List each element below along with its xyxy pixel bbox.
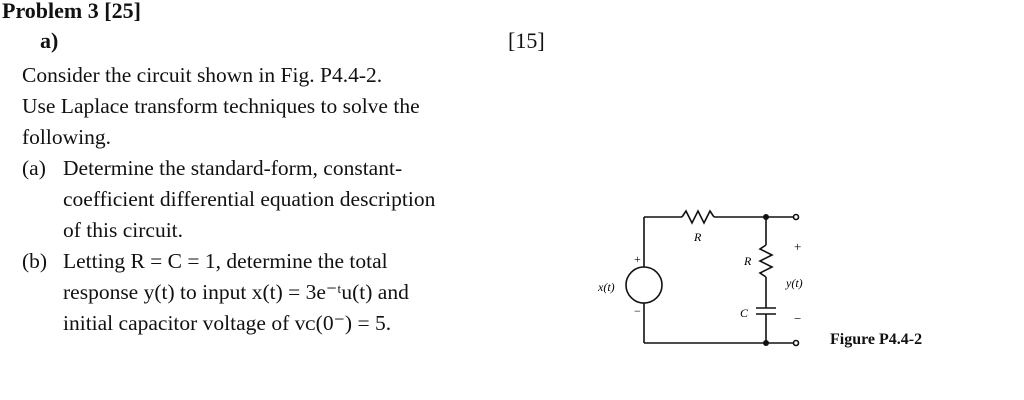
source-minus: − [634,304,641,318]
item-a-line: Determine the standard-form, constant- [63,156,403,180]
series-resistor-label: R [693,230,702,244]
output-minus: − [794,311,801,326]
node-dot [763,340,769,346]
output-label: y(t) [785,276,803,290]
output-plus: + [794,239,801,254]
source-plus: + [634,252,641,266]
output-terminal [792,339,800,347]
capacitor-label: C [740,306,749,320]
item-a-line: coefficient differential equation descri… [63,187,436,211]
source-label: x(t) [597,280,615,294]
output-terminal [792,213,800,221]
item-b-line: response y(t) to input x(t) = 3e⁻ᵗu(t) a… [63,280,409,304]
part-label: a) [40,28,59,53]
problem-title: Problem 3 [25] [2,0,141,23]
node-dot [763,214,769,220]
series-resistor [681,209,715,225]
item-a-line: of this circuit. [63,218,184,242]
voltage-source [625,266,663,304]
item-label-a: (a) [22,156,46,180]
figure-caption: Figure P4.4-2 [830,331,923,348]
item-b-line: Letting R = C = 1, determine the total [63,249,388,273]
item-b-line: initial capacitor voltage of vᴄ(0⁻) = 5. [63,311,392,335]
intro-line: Use Laplace transform techniques to solv… [22,94,420,118]
shunt-resistor-label: R [743,254,752,268]
circuit-diagram: x(t) + − R R C + y(t) − [597,209,803,347]
intro-line: Consider the circuit shown in Fig. P4.4-… [22,63,383,87]
intro-paragraph: Consider the circuit shown in Fig. P4.4-… [22,60,420,153]
intro-line: following. [22,125,111,149]
shunt-resistor [758,244,774,278]
part-points: [15] [508,28,545,53]
item-label-b: (b) [22,249,48,273]
